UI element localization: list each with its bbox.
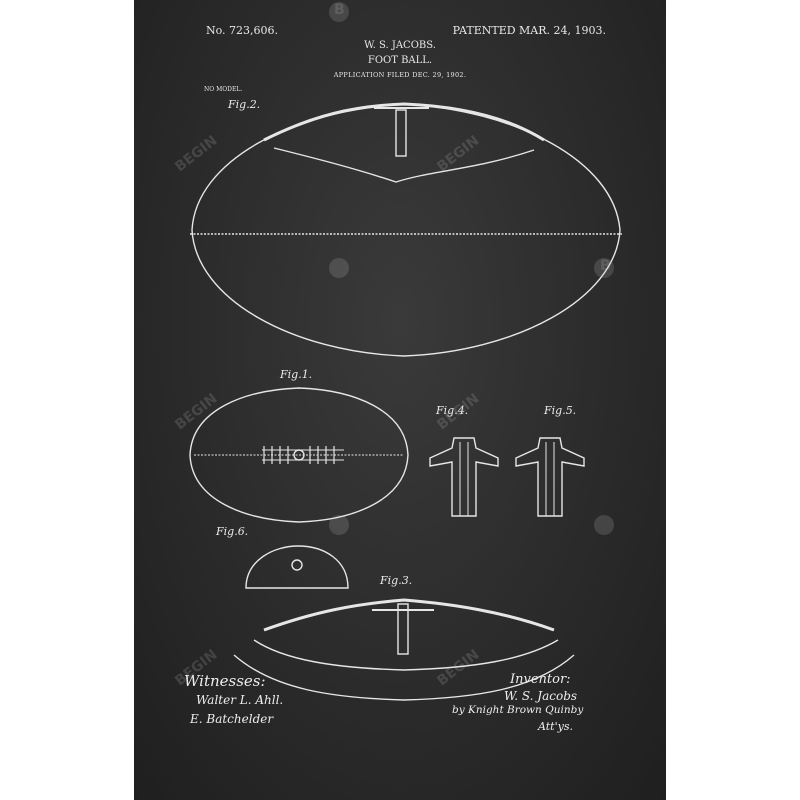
watermark-logo-letter: B xyxy=(334,2,345,18)
patent-date: PATENTED MAR. 24, 1903. xyxy=(452,24,606,37)
fig2-football-side-view xyxy=(190,102,622,357)
fig1-label: Fig.1. xyxy=(280,368,313,381)
fig2-label: Fig.2. xyxy=(228,98,261,111)
patent-drawings xyxy=(189,2,622,701)
fig6-patch-piece xyxy=(245,545,349,589)
inventor-signature: W. S. Jacobs xyxy=(504,689,578,703)
fig3-football-cutaway xyxy=(233,598,575,701)
attorney-suffix: Att'ys. xyxy=(538,720,573,733)
no-model-note: NO MODEL. xyxy=(204,86,243,93)
patent-board: No. 723,606. PATENTED MAR. 24, 1903. W. … xyxy=(134,0,666,800)
application-filed: APPLICATION FILED DEC. 29, 1902. xyxy=(333,71,467,79)
watermark-logo-letter: B xyxy=(600,258,611,274)
inventor-label: Inventor: xyxy=(510,672,571,687)
document-title: FOOT BALL. xyxy=(367,55,433,66)
witnesses-label: Witnesses: xyxy=(184,672,266,690)
witness-1-signature: Walter L. Ahll. xyxy=(196,693,284,707)
fig1-football-top-view xyxy=(189,387,409,523)
fig5-label: Fig.5. xyxy=(544,404,577,417)
watermark-logos xyxy=(329,2,614,535)
fig5-valve-section xyxy=(515,437,585,517)
attorney-signature: by Knight Brown Quinby xyxy=(452,704,584,716)
fig3-label: Fig.3. xyxy=(380,574,413,587)
patent-number: No. 723,606. xyxy=(206,24,279,37)
witness-2-signature: E. Batchelder xyxy=(190,712,274,726)
fig4-label: Fig.4. xyxy=(436,404,469,417)
inventor-name: W. S. JACOBS. xyxy=(364,40,436,51)
fig6-label: Fig.6. xyxy=(216,525,249,538)
fig4-valve-section xyxy=(429,437,499,517)
